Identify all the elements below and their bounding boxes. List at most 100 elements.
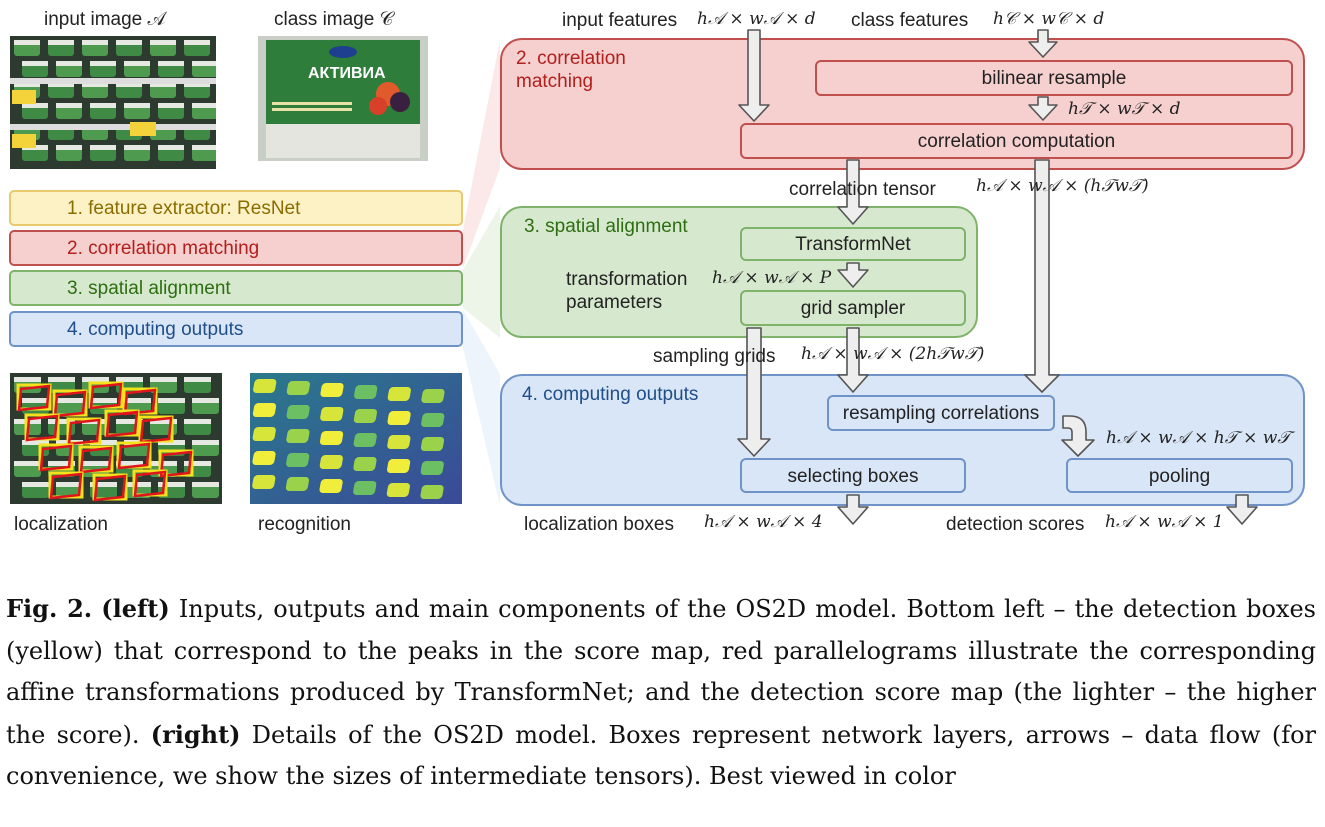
input-features-label: input features (562, 10, 678, 31)
arrow-template-features (1028, 96, 1058, 121)
yogurt-lid (82, 40, 108, 45)
sampling-grids-label: sampling grids (653, 346, 776, 367)
localization-image (10, 373, 222, 504)
connector-fans (463, 40, 500, 506)
heatmap-peak (387, 411, 411, 425)
sampling-grids-dims: h𝒜 × w𝒜 × (2h𝒯w𝒯) (801, 344, 985, 364)
heatmap-peak (420, 437, 445, 451)
yogurt-lid (192, 103, 216, 108)
yogurt-lid (192, 398, 219, 403)
yogurt-lid (150, 82, 176, 87)
heatmap-peak (421, 389, 445, 403)
yogurt-lid (124, 103, 150, 108)
arrow-localization-output (837, 494, 869, 525)
yogurt-lid (192, 61, 216, 66)
affine-parallelogram (53, 390, 87, 418)
yogurt-lid (150, 377, 177, 382)
yogurt-lid (56, 482, 83, 487)
class-features-label: class features (851, 10, 969, 31)
yogurt-lid (48, 82, 74, 87)
yogurt-lid (48, 377, 75, 382)
heatmap-peak (319, 455, 343, 469)
recognition-heatmap (250, 373, 462, 504)
heatmap-peak (420, 461, 444, 475)
arrow-correlation-tensor (837, 159, 869, 225)
heatmap-peak (387, 435, 411, 449)
yogurt-lid (150, 419, 177, 424)
yogurt-lid (48, 40, 74, 45)
yogurt-lid (158, 61, 184, 66)
caption-right-tag: (right) (150, 719, 241, 749)
yogurt-lid (116, 419, 143, 424)
arrow-scores-output (1226, 494, 1258, 525)
yogurt-lid (158, 145, 184, 150)
yogurt-lid (22, 440, 49, 445)
grid-sampler-layer: grid sampler (740, 290, 966, 326)
arrow-to-selecting-boxes (737, 327, 771, 457)
yogurt-lid (192, 145, 216, 150)
localization-label: localization (14, 514, 108, 535)
heatmap-peak (285, 477, 310, 491)
heatmap-peak (353, 457, 377, 471)
yogurt-lid (184, 461, 211, 466)
arrow-sampling-grids (837, 327, 869, 393)
affine-parallelogram (49, 472, 83, 500)
yogurt-lid (158, 103, 184, 108)
yogurt-lid (14, 461, 41, 466)
affine-parallelogram (105, 410, 139, 438)
arrow-resampling-to-pooling (1061, 415, 1095, 457)
yogurt-lid (22, 398, 49, 403)
affine-parallelogram (39, 444, 73, 472)
heatmap-peak (286, 381, 310, 395)
heatmap-peak (320, 407, 344, 421)
heatmap-peak (286, 405, 310, 419)
heatmap-peak (386, 483, 410, 497)
yogurt-lid (22, 482, 49, 487)
class-image-graphic: АКТИВИА (258, 36, 428, 161)
yogurt-lid (56, 145, 82, 150)
resampling-correlations-layer: resampling correlations (827, 395, 1055, 431)
recognition-heatmap-graphic (250, 373, 462, 504)
flow-arrows (737, 29, 1258, 525)
yogurt-lid (116, 82, 142, 87)
affine-parallelogram (89, 382, 123, 410)
yogurt-lid (124, 482, 151, 487)
yogurt-lid (150, 461, 177, 466)
correlation-computation-layer: correlation computation (740, 123, 1293, 159)
arrow-input-features (738, 29, 770, 122)
figure-caption: Fig. 2. (left) Inputs, outputs and main … (6, 588, 1316, 798)
yogurt-lid (48, 419, 75, 424)
yogurt-lid (90, 145, 116, 150)
heatmap-peak (354, 385, 378, 399)
yogurt-lid (192, 482, 219, 487)
stage2-title: 2. correlation matching (516, 48, 626, 92)
yogurt-lid (116, 377, 143, 382)
yogurt-lid (56, 103, 82, 108)
affine-parallelogram (123, 388, 157, 416)
input-image-graphic (10, 36, 216, 169)
class-image-logo: АКТИВИА (308, 65, 386, 82)
heatmap-peak (420, 485, 444, 499)
detection-scores-dims: h𝒜 × w𝒜 × 1 (1105, 512, 1224, 532)
class-features-dims: h𝒞 × w𝒞 × d (993, 9, 1105, 29)
legend-item-1: 1. feature extractor: ResNet (9, 190, 463, 226)
yogurt-lid (90, 103, 116, 108)
affine-parallelogram (133, 470, 167, 498)
yogurt-lid (14, 40, 40, 45)
yogurt-lid (158, 482, 185, 487)
caption-left-tag: (left) (101, 594, 170, 623)
transformation-dims: h𝒜 × w𝒜 × P (712, 268, 832, 288)
caption-right-text: Details of the OS2D model. Boxes represe… (6, 720, 1316, 791)
resampling-dims: h𝒜 × w𝒜 × h𝒯 × w𝒯 (1106, 428, 1291, 448)
bilinear-resample-layer: bilinear resample (815, 60, 1293, 96)
affine-parallelogram (79, 446, 113, 474)
heatmap-peak (252, 475, 276, 489)
heatmap-peak (286, 429, 310, 443)
yogurt-lid (116, 461, 143, 466)
heatmap-peak (252, 427, 276, 441)
yogurt-lid (82, 377, 109, 382)
localization-boxes-label: localization boxes (524, 514, 674, 535)
yogurt-lid (192, 440, 219, 445)
template-dims: h𝒯 × w𝒯 × d (1068, 99, 1181, 119)
yogurt-lid (184, 419, 211, 424)
